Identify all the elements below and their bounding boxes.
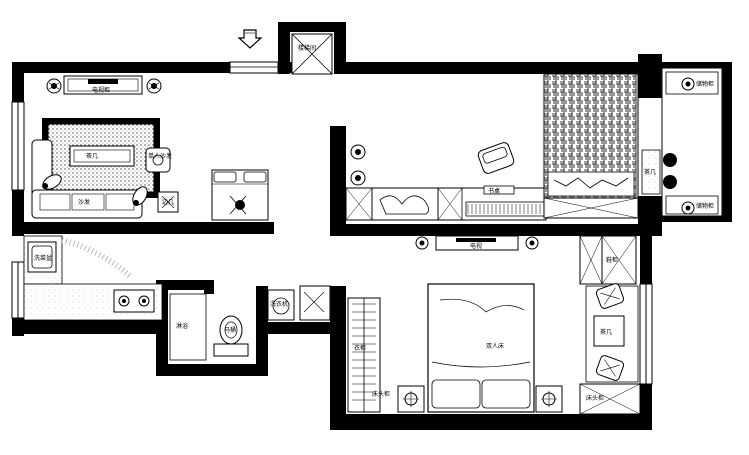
plant-icon bbox=[415, 236, 429, 250]
study-cabinets: 书桌 bbox=[345, 185, 547, 221]
armchair bbox=[595, 283, 625, 309]
shower-area: 淋浴 bbox=[169, 293, 207, 361]
down-arrow-icon bbox=[237, 29, 263, 49]
armchair: 单人沙发 bbox=[145, 147, 172, 173]
toilet-label: 马桶 bbox=[224, 326, 236, 334]
bedside-table-right bbox=[535, 385, 563, 413]
bedside-right-label: 床头柜 bbox=[586, 394, 604, 402]
coffee-table: 茶几 bbox=[69, 145, 135, 167]
utility-box bbox=[299, 285, 331, 321]
plant-icon bbox=[146, 78, 162, 94]
bedside-table-left bbox=[397, 385, 425, 413]
toilet-icon: 马桶 bbox=[213, 315, 249, 357]
dining-table bbox=[211, 169, 269, 221]
side-table-label: 茶几 bbox=[600, 328, 612, 336]
wardrobe: 衣柜 bbox=[347, 297, 381, 413]
double-bed: 双人床 bbox=[427, 283, 535, 413]
desk-label: 书桌 bbox=[488, 187, 500, 195]
plant-icon bbox=[681, 77, 695, 91]
stair-label: 楼梯间 bbox=[298, 44, 316, 52]
wardrobe-label: 衣柜 bbox=[354, 344, 366, 352]
sink-label: 洗菜盆 bbox=[34, 254, 52, 262]
washer-icon: 洗衣机 bbox=[267, 289, 295, 321]
balcony-tea-label: 茶几 bbox=[644, 168, 656, 176]
washer-label: 洗衣机 bbox=[270, 300, 288, 308]
armchair bbox=[595, 355, 625, 381]
armchair-label: 单人沙发 bbox=[148, 152, 172, 160]
stove-icon bbox=[113, 289, 155, 313]
sink-icon: 洗菜盆 bbox=[27, 241, 57, 273]
balcony: 储物柜 储物柜 茶几 bbox=[641, 67, 723, 217]
balcony-cabinet-top-label: 储物柜 bbox=[696, 80, 714, 88]
bedside-left-label: 床头柜 bbox=[372, 390, 390, 398]
entry-door[interactable] bbox=[229, 61, 279, 74]
plant-icon bbox=[350, 144, 366, 160]
person-icon bbox=[132, 186, 148, 206]
plant-icon bbox=[46, 78, 62, 94]
entry-cabinet-label: 鞋柜 bbox=[606, 256, 618, 264]
balcony-cabinet-bottom-label: 储物柜 bbox=[696, 202, 714, 210]
bedroom-tv-cabinet: 电视 bbox=[435, 235, 519, 251]
study-tv-label: 电视 bbox=[470, 242, 482, 250]
coffee-table-label: 茶几 bbox=[86, 152, 98, 160]
walls bbox=[11, 22, 732, 430]
lamp-table-label: 边几 bbox=[162, 198, 174, 206]
study-bed bbox=[543, 73, 639, 219]
living-tv-cabinet: 电视柜 bbox=[63, 75, 143, 95]
stair-shaft: 楼梯间 bbox=[291, 33, 333, 75]
side-table: 边几 bbox=[157, 191, 179, 213]
tv-cabinet-label: 电视柜 bbox=[92, 86, 110, 94]
shower-label: 淋浴 bbox=[176, 322, 188, 330]
plant-icon bbox=[681, 201, 695, 215]
person-icon bbox=[42, 174, 62, 190]
plant-icon bbox=[525, 236, 539, 250]
bed-label: 双人床 bbox=[486, 342, 504, 350]
office-chair bbox=[477, 142, 515, 174]
plant-icon bbox=[350, 170, 366, 186]
bedroom-right-cabinets: 茶几 bbox=[579, 235, 641, 415]
sofa-label: 沙发 bbox=[78, 198, 90, 206]
